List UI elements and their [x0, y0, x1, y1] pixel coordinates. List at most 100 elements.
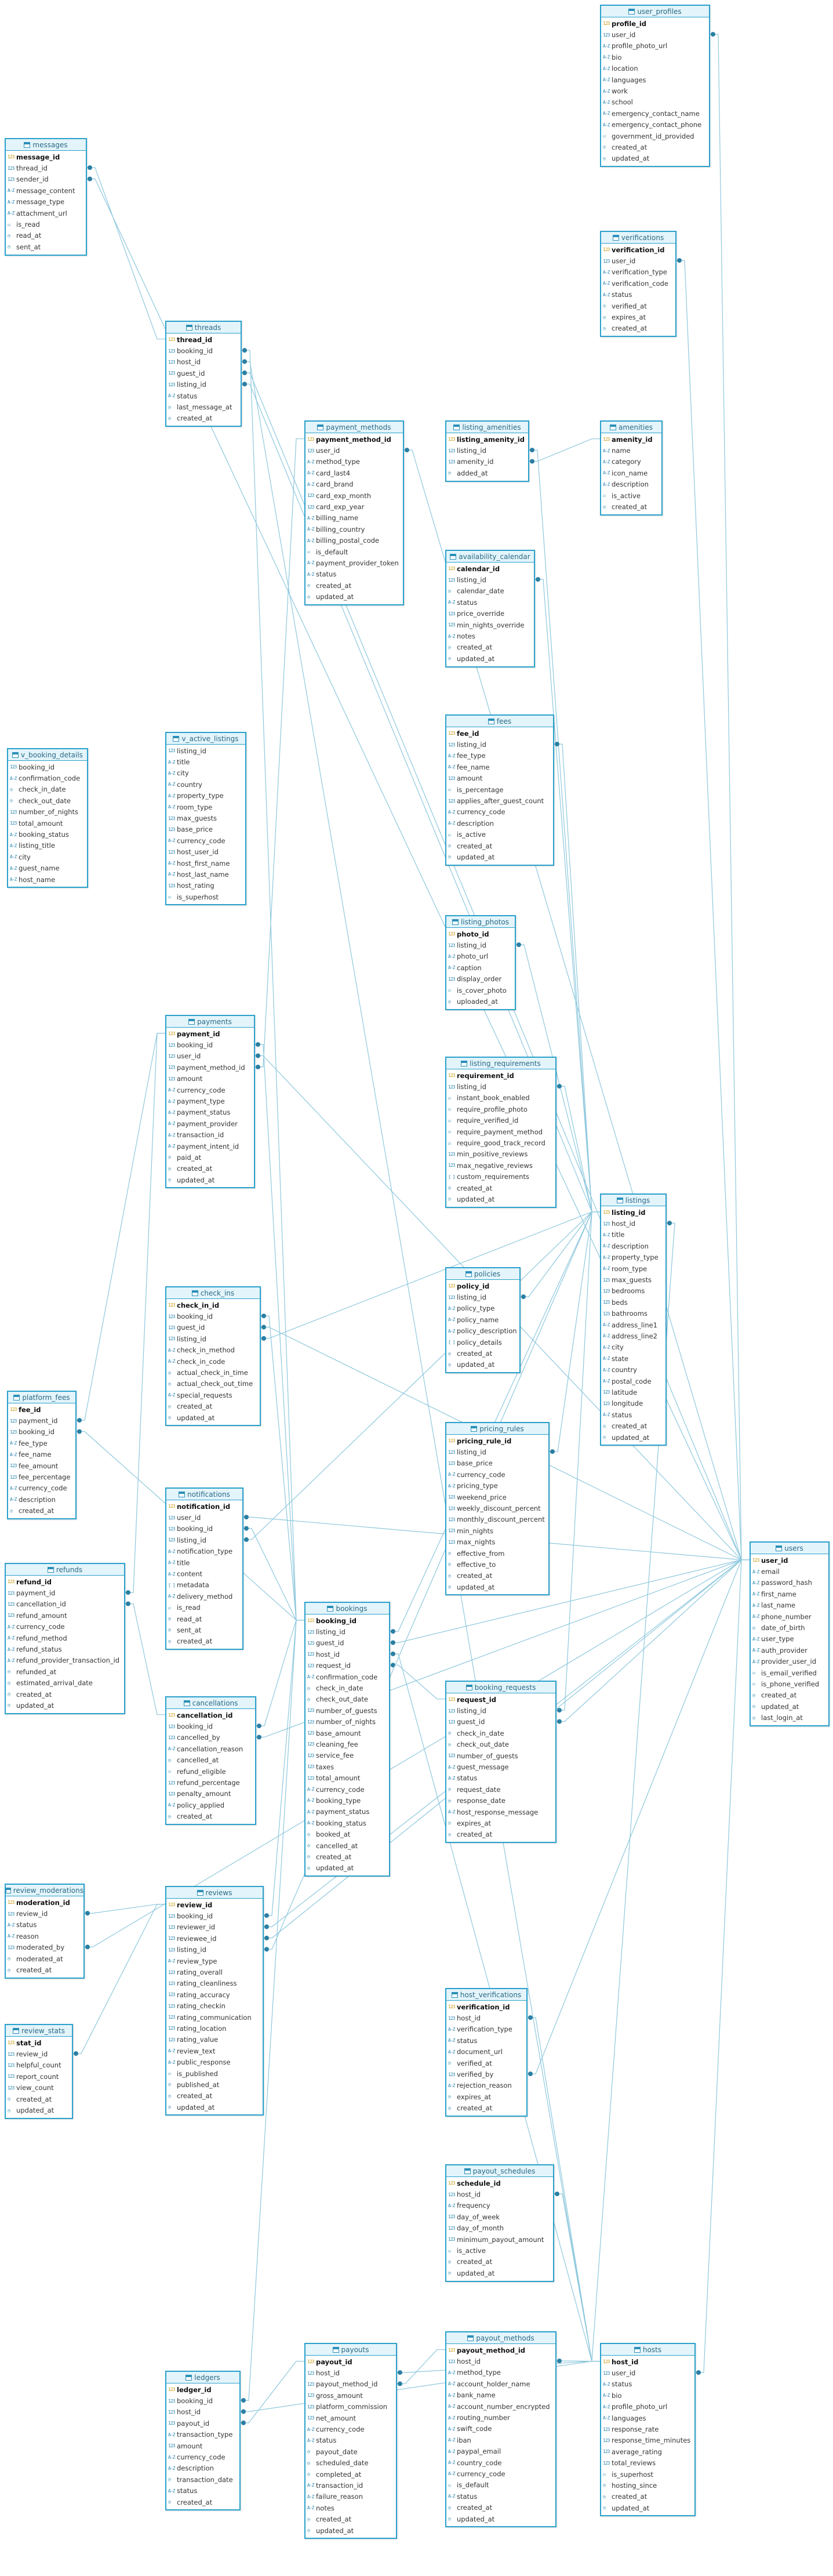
- table-column[interactable]: ☑is_cover_photo: [448, 985, 514, 996]
- table-column[interactable]: ◷created_at: [603, 142, 708, 153]
- table-column[interactable]: ◷verified_at: [603, 300, 674, 311]
- table-column[interactable]: ◷created_at: [8, 1964, 82, 1975]
- table-column[interactable]: ◷calendar_date: [448, 586, 533, 597]
- table-column[interactable]: ◷updated_at: [603, 1432, 664, 1443]
- table-column[interactable]: ◷actual_check_in_time: [168, 1367, 259, 1378]
- table-column[interactable]: ◷updated_at: [448, 2513, 554, 2524]
- table-column[interactable]: ◷updated_at: [448, 2267, 552, 2279]
- table-column[interactable]: ◷updated_at: [168, 1412, 259, 1423]
- table-column[interactable]: ◷request_date: [448, 1784, 554, 1795]
- table-column[interactable]: ◷created_at: [168, 1811, 254, 1822]
- table-column[interactable]: ◷actual_check_out_time: [168, 1378, 259, 1389]
- table-column[interactable]: ◷scheduled_date: [307, 2458, 395, 2469]
- table-column[interactable]: ☑is_superhost: [168, 891, 244, 902]
- table-column[interactable]: ☑is_active: [448, 829, 552, 840]
- table-column[interactable]: ◷created_at: [448, 1182, 554, 1193]
- table-column[interactable]: ◷last_login_at: [752, 1712, 827, 1723]
- table-column[interactable]: ☑require_verified_id: [448, 1115, 554, 1126]
- table-column[interactable]: ◷created_at: [752, 1690, 827, 1701]
- table-column[interactable]: ◷added_at: [448, 467, 527, 478]
- table-column[interactable]: ◷created_at: [168, 1636, 241, 1647]
- table-column[interactable]: ◷updated_at: [307, 2525, 395, 2536]
- table-column[interactable]: ◷created_at: [603, 1420, 664, 1431]
- table-column[interactable]: ◷read_at: [168, 1613, 241, 1624]
